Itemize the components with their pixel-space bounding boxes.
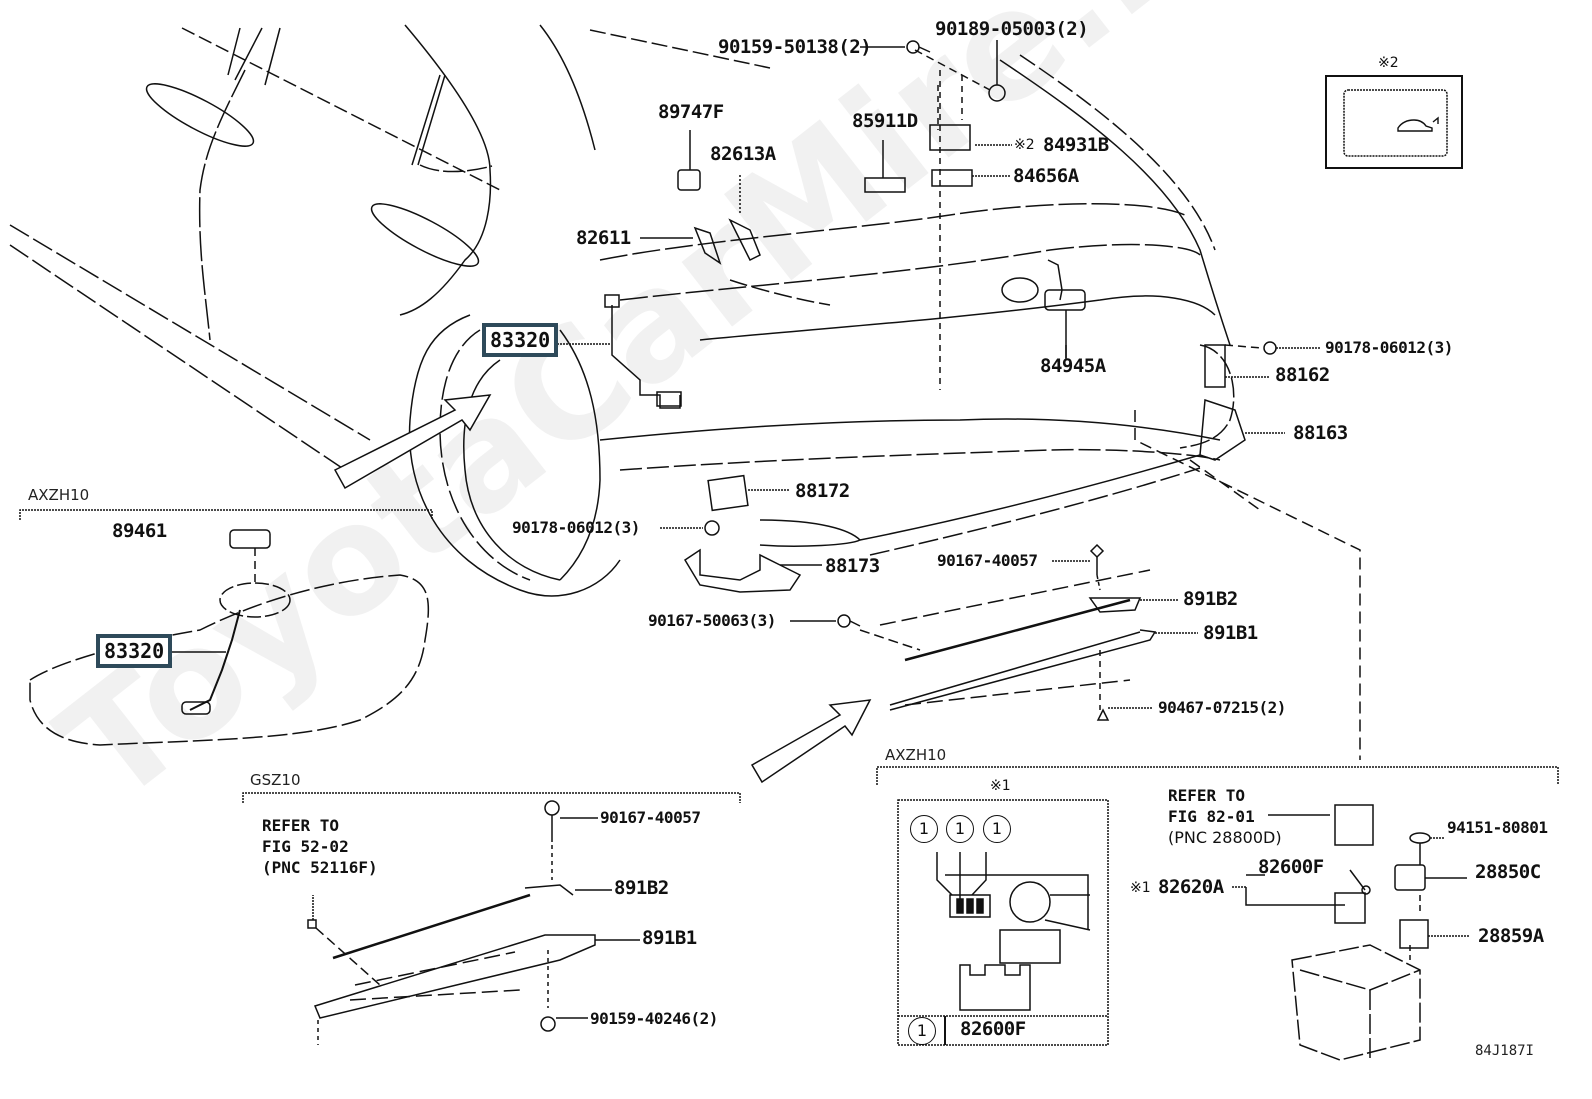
part-label-891B2[interactable]: 891B2 (1183, 588, 1238, 610)
note-mark-2: ※2 (1014, 137, 1035, 153)
part-label-gsz10-891B2[interactable]: 891B2 (614, 877, 669, 899)
callout-number: 1 (983, 815, 1011, 843)
part-label-90467-07215[interactable]: 90467-07215(2) (1158, 698, 1286, 717)
axzh10-left-section (19, 509, 433, 746)
part-label-90178-06012-right[interactable]: 90178-06012(3) (1325, 338, 1453, 357)
section-caption-axzh10-right: AXZH10 (885, 746, 947, 764)
part-label-90159-50138[interactable]: 90159-50138(2) (718, 36, 872, 58)
axzh10-right-section (876, 766, 1559, 1061)
refer-note-fig-82-01[interactable]: REFER TO FIG 82-01 (PNC 28800D) (1168, 785, 1282, 848)
part-label-gsz10-891B1[interactable]: 891B1 (642, 927, 697, 949)
part-label-28850C[interactable]: 28850C (1475, 861, 1541, 883)
part-label-83320-highlighted[interactable]: 83320 (482, 323, 559, 357)
part-label-84656A[interactable]: 84656A (1013, 165, 1079, 187)
refer-line-3: (PNC 28800D) (1168, 828, 1282, 847)
inset-switch-frame (1325, 75, 1463, 169)
part-label-90189-05003[interactable]: 90189-05003(2) (935, 18, 1089, 40)
inset-mark-2: ※2 (1378, 55, 1399, 71)
part-label-88162[interactable]: 88162 (1275, 364, 1330, 386)
part-label-90178-06012-left[interactable]: 90178-06012(3) (512, 518, 640, 537)
parts-drawings (604, 40, 1277, 721)
part-label-88172[interactable]: 88172 (795, 480, 850, 502)
section-caption-axzh10-left: AXZH10 (28, 486, 90, 504)
figure-id: 84J187I (1474, 1043, 1534, 1059)
part-label-82600F[interactable]: 82600F (1258, 856, 1324, 878)
rear-body-outline (599, 54, 1361, 760)
refer-line-2: FIG 82-01 (1168, 807, 1255, 826)
part-label-82611[interactable]: 82611 (576, 227, 631, 249)
callout-number: 1 (946, 815, 974, 843)
part-label-88173[interactable]: 88173 (825, 555, 880, 577)
part-label-88163[interactable]: 88163 (1293, 422, 1348, 444)
car-body-outline (9, 24, 771, 471)
part-label-gsz10-90167-40057[interactable]: 90167-40057 (600, 808, 701, 827)
part-label-90167-40057[interactable]: 90167-40057 (937, 551, 1038, 570)
part-label-891B1[interactable]: 891B1 (1203, 622, 1258, 644)
leader-lines (557, 46, 1320, 709)
direction-arrow-lower (750, 699, 872, 784)
trunk-open-icon (1400, 118, 1401, 119)
part-label-83320-highlighted-tank[interactable]: 83320 (96, 634, 173, 668)
section-caption-gsz10: GSZ10 (250, 771, 301, 789)
part-label-85911D[interactable]: 85911D (852, 110, 918, 132)
part-label-82620A[interactable]: 82620A (1158, 876, 1224, 898)
part-label-90167-50063[interactable]: 90167-50063(3) (648, 611, 776, 630)
note-mark-1: ※1 (1130, 880, 1151, 896)
part-label-28859A[interactable]: 28859A (1478, 925, 1544, 947)
wheel-arch (408, 314, 621, 597)
gsz10-section (242, 792, 741, 1045)
refer-line-1: REFER TO (1168, 786, 1246, 805)
detail-mark-1: ※1 (990, 778, 1011, 794)
legend-callout-number: 1 (908, 1017, 936, 1045)
part-label-82613A[interactable]: 82613A (710, 143, 776, 165)
refer-line-2: FIG 52-02 (262, 837, 349, 856)
refer-line-3: (PNC 52116F) (262, 858, 378, 877)
part-label-84945A[interactable]: 84945A (1040, 355, 1106, 377)
part-label-94151-80801[interactable]: 94151-80801 (1447, 818, 1548, 837)
part-label-89461[interactable]: 89461 (112, 520, 167, 542)
refer-note-fig-52-02[interactable]: REFER TO FIG 52-02 (PNC 52116F) (262, 815, 378, 878)
direction-arrow-upper (333, 394, 492, 490)
part-label-89747F[interactable]: 89747F (658, 101, 724, 123)
callout-number: 1 (910, 815, 938, 843)
legend-part-82600F[interactable]: 82600F (960, 1018, 1026, 1040)
refer-line-1: REFER TO (262, 816, 340, 835)
part-label-84931B[interactable]: 84931B (1043, 134, 1109, 156)
part-label-gsz10-90159-40246[interactable]: 90159-40246(2) (590, 1009, 718, 1028)
